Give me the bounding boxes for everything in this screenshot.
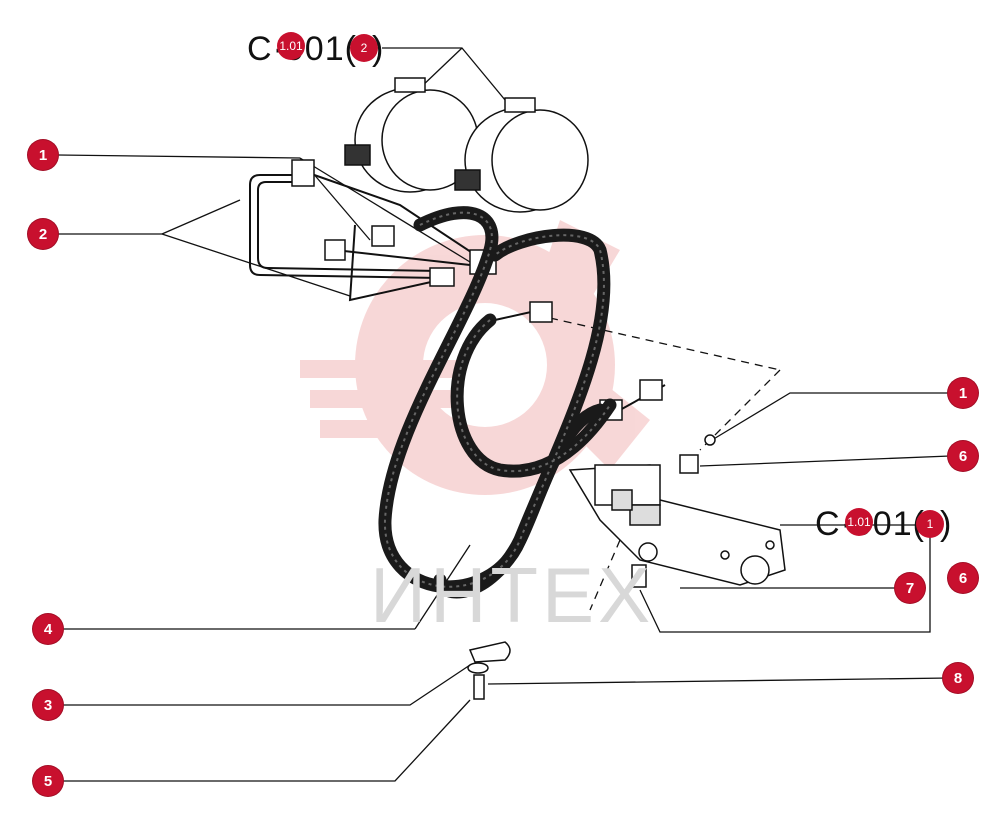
hose-texture — [383, 211, 611, 588]
reference-right-close: ) — [940, 505, 953, 543]
small-parts — [467, 434, 716, 700]
callout-6-right-bottom[interactable]: 6 — [948, 563, 978, 593]
rigid-pipes — [249, 169, 666, 411]
brake-chambers — [344, 77, 589, 213]
callout-1-top-left[interactable]: 1 — [28, 140, 58, 170]
callout-2-left[interactable]: 2 — [28, 219, 58, 249]
callout-1-right[interactable]: 1 — [948, 378, 978, 408]
reference-right-main-badge[interactable]: 1 — [916, 510, 944, 538]
callout-7-right[interactable]: 7 — [895, 573, 925, 603]
reference-top-main-badge[interactable]: 2 — [350, 34, 378, 62]
reference-right-sub-badge[interactable]: 1.01 — [845, 508, 873, 536]
reference-top-sub-badge[interactable]: 1.01 — [277, 32, 305, 60]
reference-top-close: ) — [372, 30, 385, 68]
callout-8-right[interactable]: 8 — [943, 663, 973, 693]
callout-6-right-top[interactable]: 6 — [948, 441, 978, 471]
callout-5-left[interactable]: 5 — [33, 766, 63, 796]
callout-4-left[interactable]: 4 — [33, 614, 63, 644]
callout-3-left[interactable]: 3 — [33, 690, 63, 720]
valve-block — [568, 464, 786, 586]
watermark-text: ИНТЕХ — [370, 551, 655, 639]
